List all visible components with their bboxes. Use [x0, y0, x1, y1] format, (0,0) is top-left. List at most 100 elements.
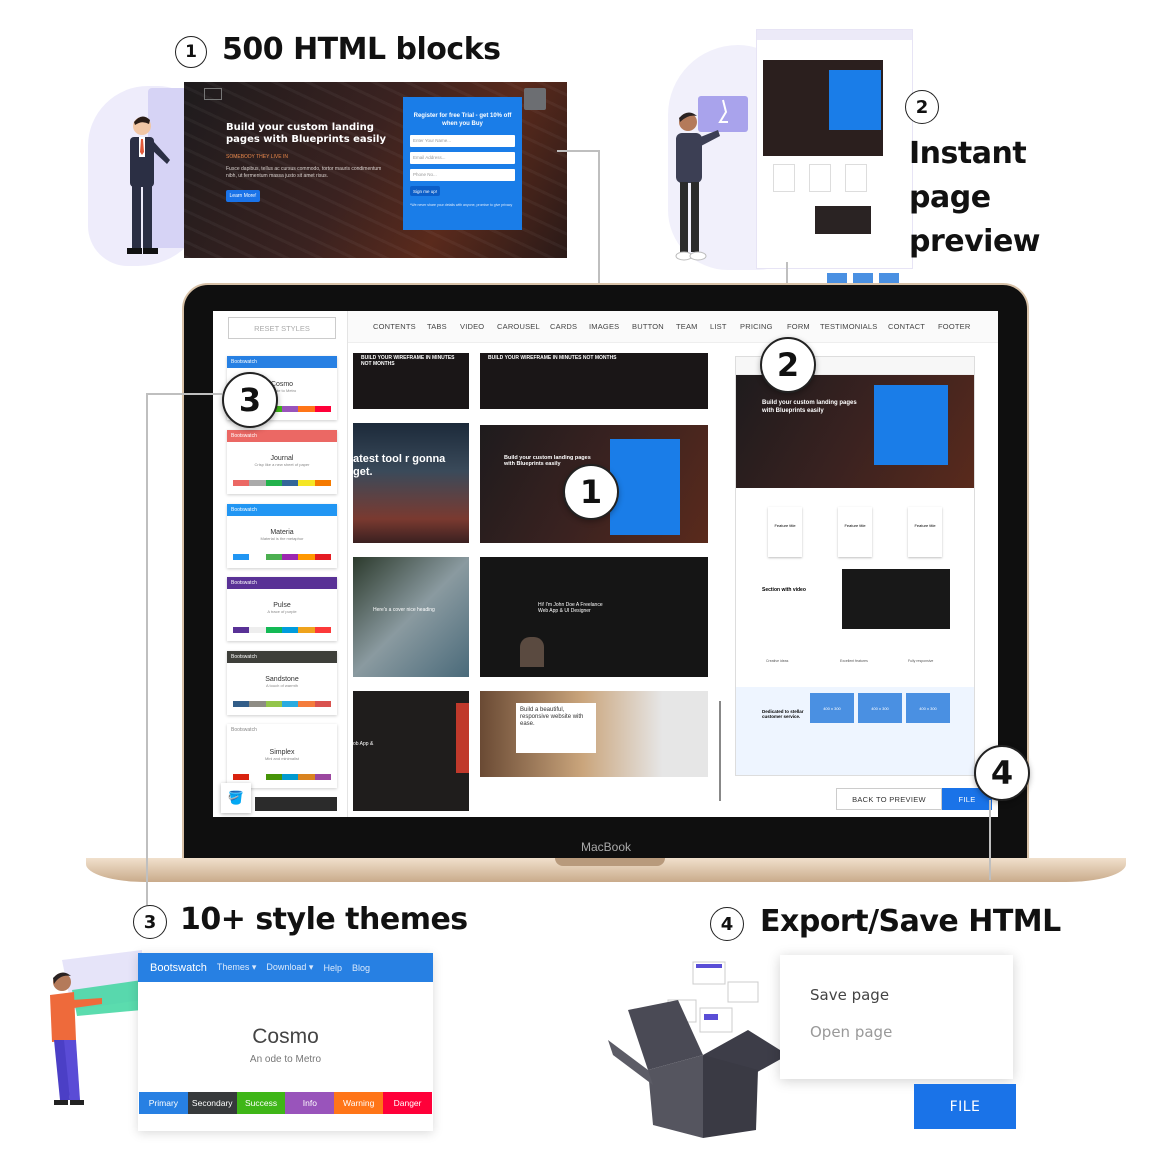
file-button-small[interactable]: FILE: [942, 788, 992, 810]
preview-video: [842, 569, 950, 629]
badge-2: 2: [760, 337, 816, 393]
hero-heading: Build your custom landing pages with Blu…: [226, 122, 386, 145]
nav-contact[interactable]: CONTACT: [888, 322, 926, 331]
hero-body: Fusce dapibus, tellus ac cursus commodo,…: [226, 166, 382, 179]
preview-section-video-title: Section with video: [762, 587, 806, 593]
preview-hero: Build your custom landing pages with Blu…: [736, 375, 974, 488]
back-to-preview-button[interactable]: BACK TO PREVIEW: [836, 788, 942, 810]
theme-card-materia[interactable]: Bootswatch Materia Material is the metap…: [227, 504, 337, 568]
macbook-label: MacBook: [580, 840, 632, 854]
nav-form[interactable]: FORM: [787, 322, 810, 331]
block-thumb-laptop-desk[interactable]: Build a beautiful, responsive website wi…: [480, 691, 708, 777]
callout-line-4: [989, 800, 991, 880]
nav-carousel[interactable]: CAROUSEL: [497, 322, 540, 331]
danger-button[interactable]: Danger: [383, 1092, 432, 1114]
businessman-illustration: [127, 116, 170, 254]
file-menu-dropdown: Save page Open page: [780, 955, 1013, 1079]
preview-feature-card-2: Feature title: [838, 507, 872, 557]
step-number-4: 4: [710, 907, 744, 941]
nav-list[interactable]: LIST: [710, 322, 727, 331]
block-thumb-landing-hero[interactable]: Build your custom landing pages with Blu…: [480, 425, 708, 543]
sign-up-button[interactable]: Sign me up!: [410, 186, 440, 196]
feature-title-export: Export/Save HTML: [760, 904, 1061, 939]
theme-card-simplex[interactable]: Bootswatch Simplex Mini and minimalist: [227, 724, 337, 788]
nav-testimonials[interactable]: TESTIMONIALS: [820, 322, 878, 331]
callout-line-3a: [146, 393, 222, 395]
block-thumb-wireframe-1[interactable]: BUILD YOUR WIREFRAME IN MINUTES NOT MONT…: [353, 353, 469, 409]
cosmo-theme-preview: Bootswatch Themes ▾ Download ▾ Help Blog…: [138, 953, 433, 1131]
paint-bucket-icon[interactable]: 🪣: [221, 783, 251, 813]
nav-team[interactable]: TEAM: [676, 322, 698, 331]
name-field[interactable]: Enter Your Name...: [410, 135, 515, 147]
laptop-notch: [555, 858, 665, 866]
download-menu[interactable]: Download ▾: [266, 962, 314, 972]
step-number-3: 3: [133, 905, 167, 939]
theme-card-pulse[interactable]: Bootswatch Pulse A trace of purple: [227, 577, 337, 641]
preview-feature-card-1: Feature title: [768, 507, 802, 557]
nav-images[interactable]: IMAGES: [589, 322, 620, 331]
block-thumb-latest-tool[interactable]: atest tool r gonna get.: [353, 423, 469, 543]
themes-menu[interactable]: Themes ▾: [216, 962, 257, 972]
nav-pricing[interactable]: PRICING: [740, 322, 773, 331]
nav-tabs[interactable]: TABS: [427, 322, 447, 331]
callout-line-1a: [557, 150, 599, 152]
step-number-1: 1: [175, 36, 207, 68]
preview-service-band: Dedicated to stellar customer service. 4…: [736, 687, 974, 775]
theme-card-darkly-partial[interactable]: [255, 797, 337, 811]
blocks-scrollbar[interactable]: [719, 701, 721, 801]
phone-field[interactable]: Phone No...: [410, 169, 515, 181]
form-note: *We never share your details with anyone…: [410, 203, 513, 207]
nav-contents[interactable]: CONTENTS: [373, 322, 416, 331]
designer-illustration: [50, 950, 142, 1105]
block-thumb-wireframe-2[interactable]: BUILD YOUR WIREFRAME IN MINUTES NOT MONT…: [480, 353, 708, 409]
presenter-illustration: [675, 96, 748, 261]
nav-cards[interactable]: CARDS: [550, 322, 578, 331]
reset-styles-button[interactable]: RESET STYLES: [228, 317, 336, 339]
illustration-panel-1: [148, 88, 188, 248]
nav-footer[interactable]: FOOTER: [938, 322, 971, 331]
secondary-button[interactable]: Secondary: [187, 1092, 237, 1114]
hero-subheading: SOMEBODY THEY LIVE IN: [226, 154, 288, 160]
preview-feature-card-3: Feature title: [908, 507, 942, 557]
register-form: Register for free Trial - get 10% off wh…: [403, 97, 522, 230]
email-field[interactable]: Email Address...: [410, 152, 515, 164]
badge-1: 1: [563, 464, 619, 520]
theme-name: Cosmo: [252, 1025, 319, 1048]
notebook-photo: [524, 88, 546, 110]
theme-card-journal[interactable]: Bootswatch Journal Crisp like a new shee…: [227, 430, 337, 494]
step-number-2: 2: [905, 90, 939, 124]
save-page-item[interactable]: Save page: [810, 986, 890, 1004]
preview-feature-1: Creative ideas: [766, 659, 789, 663]
feature-title-blocks: 500 HTML blocks: [222, 32, 501, 67]
bootswatch-brand[interactable]: Bootswatch: [150, 961, 207, 974]
open-page-item[interactable]: Open page: [810, 1023, 893, 1041]
theme-card-sandstone[interactable]: Bootswatch Sandstone A touch of warmth: [227, 651, 337, 715]
help-link[interactable]: Help: [323, 962, 342, 973]
block-thumb-cover[interactable]: Here's a cover nice heading: [353, 557, 469, 677]
badge-3: 3: [222, 372, 278, 428]
feature-title-preview-line3: preview: [909, 224, 1041, 259]
callout-line-3b: [146, 393, 148, 905]
block-thumb-dark-app[interactable]: ob App &: [353, 691, 469, 811]
envelope-icon: [204, 88, 222, 100]
preview-feature-2: Excellent features: [840, 659, 868, 663]
file-button[interactable]: FILE: [914, 1084, 1016, 1129]
nav-button[interactable]: BUTTON: [632, 322, 664, 331]
feature-title-themes: 10+ style themes: [180, 902, 468, 937]
learn-more-button[interactable]: Learn More!: [226, 190, 260, 202]
page-preview-mock: [757, 30, 912, 287]
block-thumb-freelancer[interactable]: Hi! I'm John Doe A Freelance Web App & U…: [480, 557, 708, 677]
open-box-illustration: [608, 961, 788, 1138]
form-title: Register for free Trial - get 10% off wh…: [413, 113, 512, 127]
blog-link[interactable]: Blog: [351, 962, 370, 973]
hero-block-showcase: Build your custom landing pages with Blu…: [184, 82, 567, 258]
success-button[interactable]: Success: [236, 1092, 286, 1114]
feature-title-preview-line2: page: [909, 180, 991, 215]
badge-4: 4: [974, 745, 1030, 801]
feature-title-preview-line1: Instant: [909, 136, 1027, 171]
primary-button[interactable]: Primary: [139, 1092, 188, 1114]
info-button[interactable]: Info: [285, 1092, 335, 1114]
warning-button[interactable]: Warning: [334, 1092, 384, 1114]
nav-video[interactable]: VIDEO: [460, 322, 485, 331]
page-preview-panel: Build your custom landing pages with Blu…: [735, 356, 975, 776]
